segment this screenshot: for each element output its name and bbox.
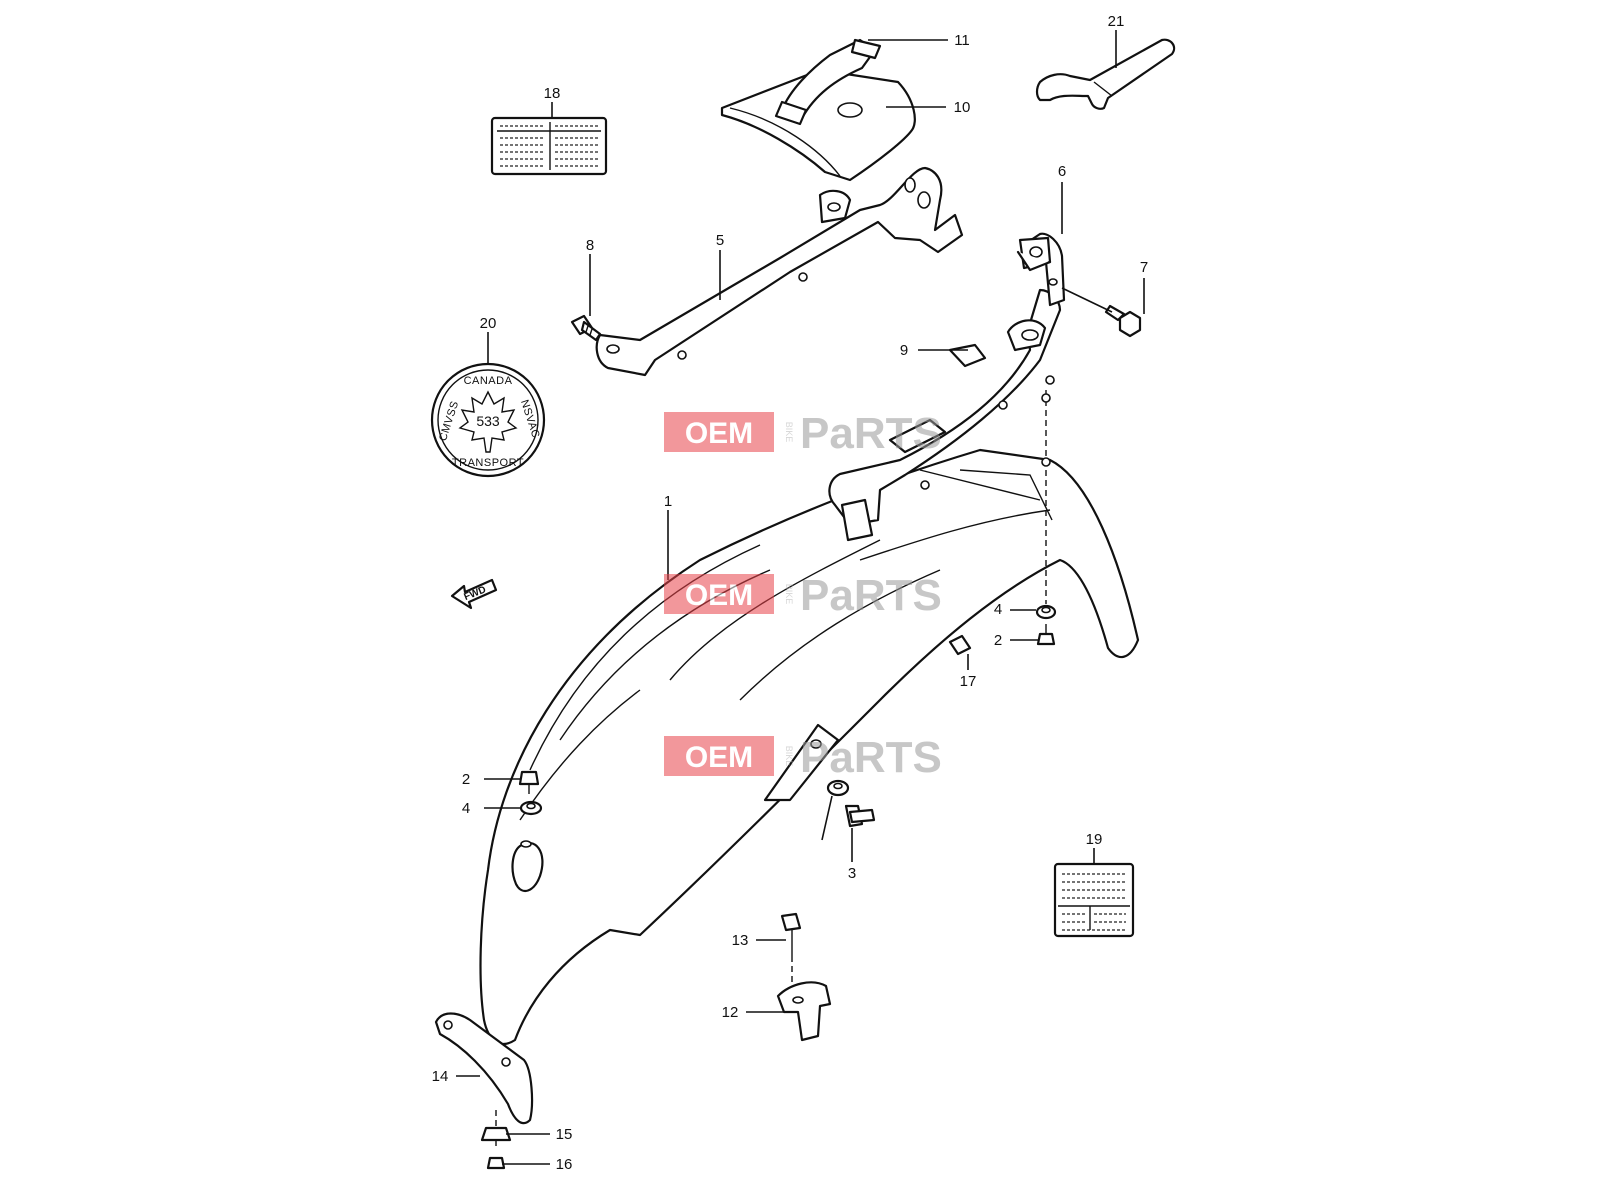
clamp-part-12 <box>776 981 832 1042</box>
callout-1: 1 <box>664 493 672 510</box>
label-part-18 <box>490 116 608 176</box>
watermark-bike: BIKE <box>784 746 794 767</box>
watermark-parts: PaRTS <box>800 733 942 782</box>
callout-16: 16 <box>556 1156 573 1173</box>
seal-text-top: CANADA <box>464 375 513 387</box>
bolt-part-2-left <box>518 770 540 794</box>
callout-3: 3 <box>848 865 856 882</box>
canada-seal-part-20: CANADA TRANSPORT CMVSS NSVAC 533 <box>430 362 546 478</box>
strap-part-11 <box>774 38 882 126</box>
callout-2-right: 2 <box>994 632 1002 649</box>
seat-pad-part-10 <box>720 68 916 182</box>
callout-6: 6 <box>1058 163 1066 180</box>
bolt-part-2-right <box>1036 624 1056 646</box>
bolt-part-7 <box>1061 287 1142 338</box>
callout-4-left: 4 <box>462 800 470 817</box>
watermark-bike: BIKE <box>784 584 794 605</box>
washer-part-4-right <box>1035 604 1057 620</box>
callout-11: 11 <box>954 32 970 49</box>
washer-part-4-left <box>519 800 543 816</box>
rail-bracket-part-5 <box>595 166 964 377</box>
bracket-part-6 <box>1016 232 1066 307</box>
callout-12: 12 <box>722 1004 739 1021</box>
seal-text-bottom: TRANSPORT <box>452 457 524 469</box>
seal-number: 533 <box>476 413 500 429</box>
callout-7: 7 <box>1140 259 1148 276</box>
leader-4-middle <box>821 795 833 841</box>
watermark-parts: PaRTS <box>800 571 942 620</box>
forward-arrow: FWD <box>450 578 498 610</box>
watermark-bike: BIKE <box>784 422 794 443</box>
watermark-top: OEM BIKE PaRTS <box>664 409 942 458</box>
watermark-oem: OEM <box>685 579 753 612</box>
watermark-oem: OEM <box>685 741 753 774</box>
callout-2-left: 2 <box>462 771 470 788</box>
pad-part-17 <box>948 634 972 656</box>
callout-18: 18 <box>544 85 561 102</box>
callout-15: 15 <box>556 1126 573 1143</box>
rear-fender-part-1 <box>479 448 1140 1045</box>
nut-part-15 <box>480 1126 512 1142</box>
watermark-oem: OEM <box>685 417 753 450</box>
washer-part-4-middle <box>826 779 850 797</box>
bolt-part-13 <box>780 912 802 990</box>
callout-8: 8 <box>586 237 594 254</box>
bolt-part-3 <box>844 804 876 828</box>
callout-20: 20 <box>480 315 497 332</box>
watermark-middle: OEM BIKE PaRTS <box>664 571 942 620</box>
callout-14: 14 <box>432 1068 449 1085</box>
callout-4-right: 4 <box>994 601 1002 618</box>
watermark-parts: PaRTS <box>800 409 942 458</box>
callout-19: 19 <box>1086 831 1103 848</box>
watermark-bottom: OEM BIKE PaRTS <box>664 733 942 782</box>
wrench-part-21 <box>1035 38 1176 110</box>
screw-part-16 <box>486 1156 506 1170</box>
bolt-part-8 <box>570 314 602 342</box>
callout-10: 10 <box>954 99 971 116</box>
callout-13: 13 <box>732 932 749 949</box>
callout-21: 21 <box>1108 13 1125 30</box>
callout-17: 17 <box>960 673 977 690</box>
label-part-19 <box>1053 862 1135 938</box>
callout-5: 5 <box>716 232 724 249</box>
callout-9: 9 <box>900 342 908 359</box>
bracket-part-14 <box>434 1012 534 1125</box>
carrier-bracket-part-9 <box>828 288 1062 542</box>
